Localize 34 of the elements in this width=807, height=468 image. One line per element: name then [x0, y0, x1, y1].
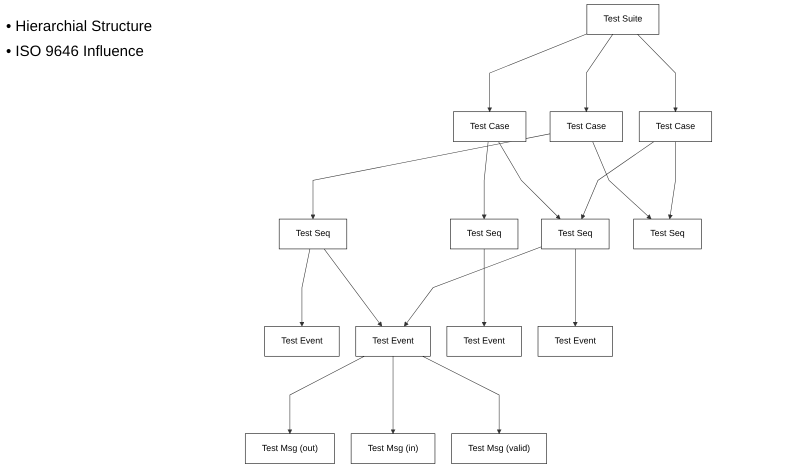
node-box: Test Msg (out) — [244, 433, 335, 464]
arrow — [287, 356, 365, 434]
node-box: Test Suite — [586, 4, 660, 35]
node-box: Test Msg (valid) — [451, 433, 547, 464]
arrow — [581, 141, 654, 220]
arrow — [668, 141, 676, 220]
arrow — [482, 248, 487, 327]
arrow — [390, 356, 396, 434]
node-box: Test Seq — [278, 218, 348, 250]
arrow — [404, 246, 542, 327]
arrow — [637, 34, 678, 112]
node-box: Test Case — [453, 111, 526, 142]
arrow — [498, 141, 560, 220]
node-box: Test Msg (in) — [350, 433, 436, 464]
node-box: Test Case — [550, 111, 623, 142]
arrow — [482, 141, 488, 220]
node-box: Test Seq — [541, 218, 610, 250]
arrow — [572, 248, 578, 327]
node-box: Test Seq — [450, 218, 518, 250]
arrow — [324, 248, 382, 327]
arrow — [300, 248, 310, 327]
bullet-note: • ISO 9646 Influence — [6, 42, 145, 62]
arrow — [592, 141, 652, 220]
node-box: Test Seq — [633, 218, 702, 250]
node-box: Test Event — [446, 326, 522, 357]
arrow — [584, 34, 613, 112]
node-box: Test Case — [638, 111, 712, 142]
bullet-note: • Hierarchial Structure — [6, 17, 152, 37]
node-box: Test Event — [264, 326, 340, 357]
arrow — [310, 134, 550, 220]
arrow — [487, 34, 588, 112]
node-box: Test Event — [356, 326, 431, 357]
node-box: Test Event — [538, 326, 613, 357]
arrow — [422, 356, 502, 434]
